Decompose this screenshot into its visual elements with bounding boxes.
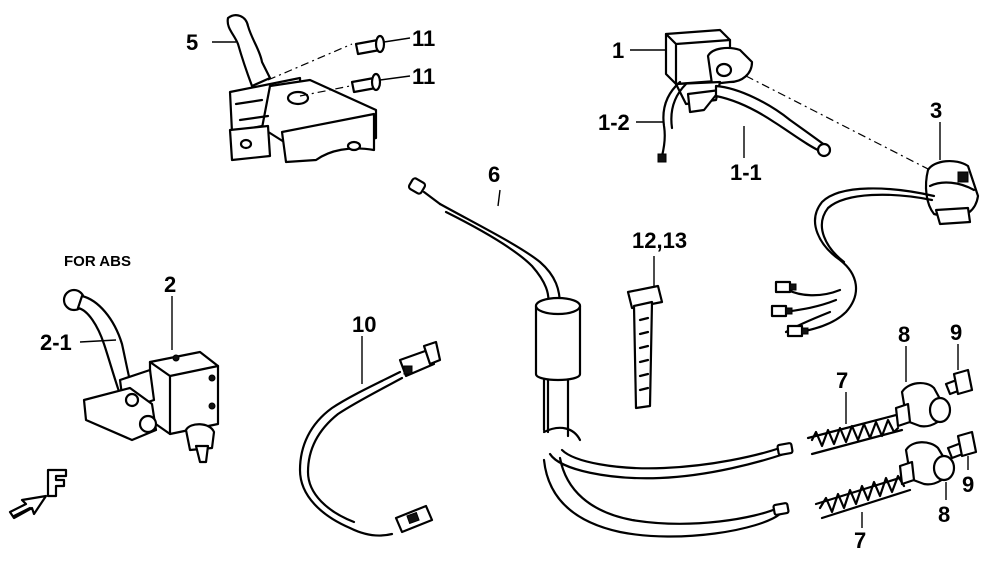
part-7-spring-lower bbox=[814, 474, 912, 528]
callout-5: 5 bbox=[186, 30, 199, 55]
part-11-bolt-upper bbox=[354, 34, 411, 56]
front-direction-arrow-icon bbox=[8, 468, 68, 520]
callout-10: 10 bbox=[352, 312, 377, 337]
part-7-spring-upper bbox=[806, 392, 904, 456]
callout-3: 3 bbox=[930, 98, 943, 123]
callout-8-lower: 8 bbox=[938, 502, 951, 527]
callout-2: 2 bbox=[164, 272, 177, 297]
part-9-screw-upper bbox=[944, 344, 974, 396]
part-12-13-cable-tie bbox=[626, 256, 664, 410]
part-1-2-switch-wire bbox=[657, 80, 688, 163]
part-8-bar-end-weight-lower bbox=[898, 441, 956, 500]
assembly-line-5-11 bbox=[267, 43, 353, 81]
callout-1-2: 1-2 bbox=[598, 110, 630, 135]
callout-7-upper: 7 bbox=[836, 368, 849, 393]
callout-11-lower: 11 bbox=[412, 64, 436, 89]
part-2-abs-master-cylinder bbox=[82, 350, 220, 464]
part-1-1-brake-lever bbox=[714, 84, 832, 158]
part-8-bar-end-weight-upper bbox=[894, 346, 952, 428]
leader-2-1 bbox=[79, 339, 117, 343]
callout-11-upper: 11 bbox=[412, 26, 436, 51]
callout-12-13: 12,13 bbox=[632, 228, 688, 253]
callout-2-1: 2-1 bbox=[40, 330, 72, 355]
part-10-stop-switch bbox=[298, 336, 442, 537]
callout-1-1: 1-1 bbox=[730, 160, 762, 185]
callout-8-upper: 8 bbox=[898, 322, 911, 347]
part-9-screw-lower bbox=[946, 430, 978, 470]
callout-7-lower: 7 bbox=[854, 528, 867, 553]
part-5-lever-holder bbox=[226, 14, 378, 164]
part-6-throttle-cable bbox=[407, 177, 794, 538]
assembly-line-5-11b bbox=[299, 85, 351, 97]
assembly-line-1-3 bbox=[745, 75, 931, 171]
callout-9-upper: 9 bbox=[950, 320, 963, 345]
part-2-1-abs-lever bbox=[62, 288, 136, 402]
for-abs-note: FOR ABS bbox=[64, 253, 131, 270]
callout-1: 1 bbox=[612, 38, 625, 63]
callout-9-lower: 9 bbox=[962, 472, 975, 497]
part-3-handlebar-switch bbox=[770, 160, 980, 338]
callout-6: 6 bbox=[488, 162, 501, 187]
part-1-master-cylinder bbox=[664, 28, 754, 114]
part-11-bolt-lower bbox=[350, 72, 411, 94]
